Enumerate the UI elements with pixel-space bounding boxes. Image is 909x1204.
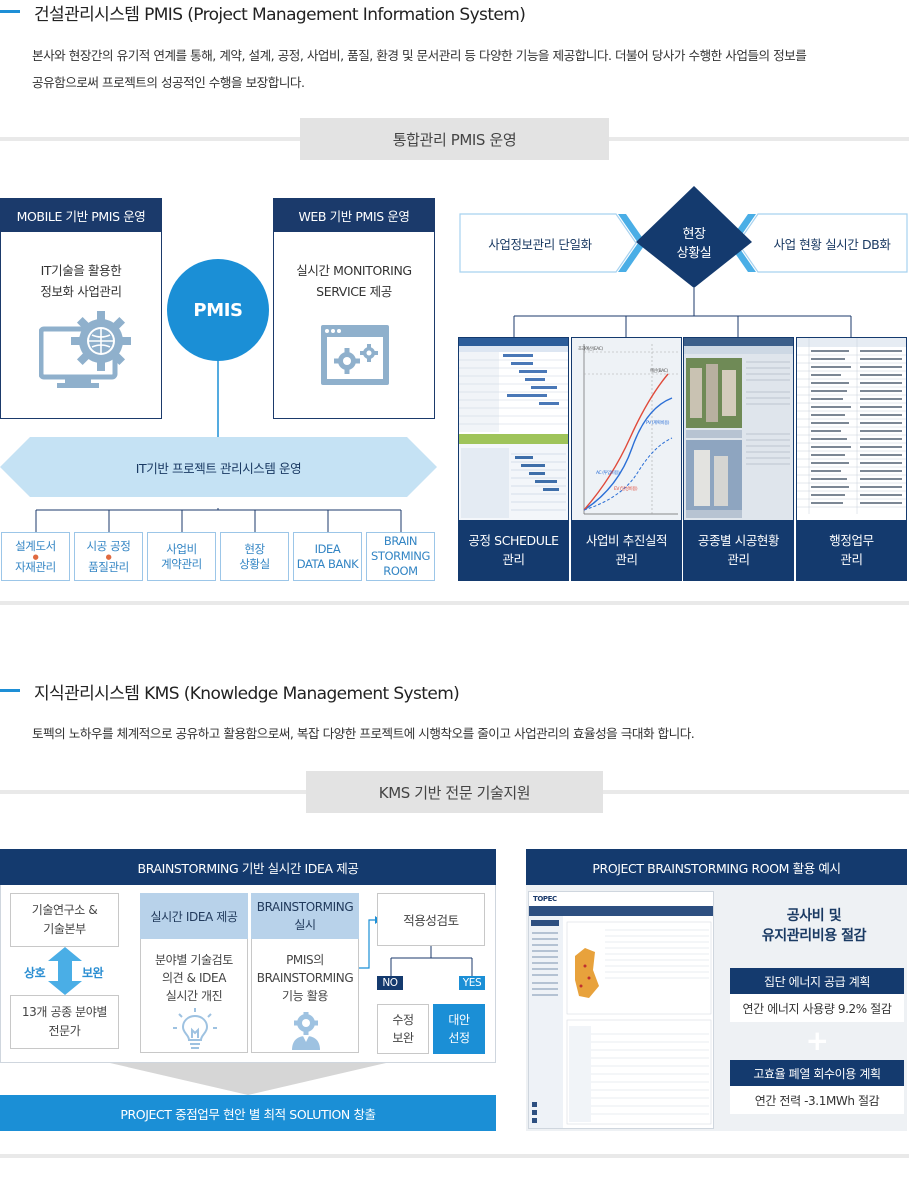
pmis-description: 본사와 현장간의 유기적 연계를 통해, 계약, 설계, 공정, 사업비, 품질… — [32, 48, 807, 90]
card-schedule: 공정 SCHEDULE 관리 — [458, 337, 569, 581]
brainstorming-header: BRAINSTORMING 실시 — [251, 893, 359, 939]
revise-box: 수정 보완 — [377, 1004, 429, 1054]
arrow-band-label: IT기반 프로젝트 관리시스템 운영 — [135, 460, 302, 476]
result-title: 공사비 및 유지관리비용 절감 — [761, 908, 867, 944]
arrow-single-info-label: 사업정보관리 단일화 — [488, 236, 592, 252]
kms-title: 지식관리시스템 KMS (Knowledge Management System… — [0, 679, 460, 704]
heat-recovery-header: 고효율 폐열 회수이용 계획 — [730, 1060, 904, 1086]
chart-label-ac: AC (투입비용) — [596, 469, 620, 476]
card-tree-lines — [513, 288, 852, 337]
card-admin-label: 행정업무 관리 — [829, 533, 874, 567]
card-cost-label: 사업비 추진실적 관리 — [585, 533, 668, 567]
module-idea-databank: IDEA DATA BANK — [293, 532, 362, 581]
funnel-shape — [110, 1063, 386, 1095]
no-label: NO — [377, 976, 403, 990]
card-schedule-label: 공정 SCHEDULE 관리 — [468, 533, 559, 567]
module-site-situation-room: 현장 상황실 — [220, 532, 289, 581]
module-construction-quality: 시공 공정 ● 품질관리 — [74, 532, 143, 581]
chart-label-eac: 초과예산(EAC) — [578, 345, 603, 352]
optimal-solution-footer: PROJECT 중점업무 현안 별 최적 SOLUTION 창출 — [0, 1095, 496, 1131]
plus-icon: + — [805, 1023, 829, 1057]
mutual-label-right: 보완 — [82, 966, 104, 980]
yes-label: YES — [459, 976, 485, 990]
module-cost-contract: 사업비 계약관리 — [147, 532, 216, 581]
construction-photo-screenshot — [684, 338, 793, 520]
energy-supply-header: 집단 에너지 공급 계획 — [730, 968, 904, 994]
situation-room-diamond-label: 현장 상황실 — [676, 227, 712, 261]
pmis-banner: 통합관리 PMIS 운영 — [300, 118, 609, 160]
web-pmis-header: WEB 기반 PMIS 운영 — [273, 198, 435, 232]
mutual-label-left: 상호 — [24, 966, 46, 980]
situation-room-arrows — [459, 213, 908, 273]
web-pmis-box: WEB 기반 PMIS 운영 실시간 MONITORING SERVICE 제공 — [273, 198, 435, 419]
module-brainstorming-room: BRAIN STORMING ROOM — [366, 532, 435, 581]
experts-box: 13개 공종 분야별 전문가 — [10, 995, 119, 1049]
realtime-idea-column: 실시간 IDEA 제공 분야별 기술검토 의견 & IDEA 실시간 개진 — [140, 893, 248, 1053]
pmis-brainstorming-room-screenshot: TOPEC — [528, 891, 714, 1129]
divider — [0, 601, 909, 605]
chart-label-ev: EV (달성비용) — [614, 485, 638, 492]
person-gear-icon — [292, 1012, 320, 1050]
lightbulb-icon — [173, 1008, 217, 1049]
chart-label-bac: 예산(BAC) — [650, 367, 668, 374]
mobile-pmis-header: MOBILE 기반 PMIS 운영 — [0, 198, 162, 232]
brainstorming-panel-body — [0, 885, 496, 1063]
brainstorming-column: BRAINSTORMING 실시 PMIS의 BRAINSTORMING 기능 … — [251, 893, 359, 1053]
browser-gear-icon — [321, 325, 389, 385]
module-tree-lines — [35, 508, 402, 532]
card-cost: 초과예산(EAC) 예산(BAC) AC (투입비용) PV (계획비용) EV… — [571, 337, 682, 581]
cost-curve-chart: 초과예산(EAC) 예산(BAC) AC (투입비용) PV (계획비용) EV… — [572, 338, 681, 520]
chart-label-pv: PV (계획비용) — [646, 419, 670, 426]
card-progress: 공종별 시공현황 관리 — [683, 337, 794, 581]
arrow-band-shape — [0, 437, 437, 497]
card-progress-label: 공종별 시공현황 관리 — [697, 533, 780, 567]
energy-saving-value: 연간 에너지 사용량 9.2% 절감 — [730, 994, 904, 1022]
brainstorming-room-header: PROJECT BRAINSTORMING ROOM 활용 예시 — [526, 849, 907, 885]
alternative-box: 대안 선정 — [433, 1004, 485, 1054]
document-list-screenshot — [797, 338, 906, 520]
kms-description: 토펙의 노하우를 체계적으로 공유하고 활용함으로써, 복잡 다양한 프로젝트에… — [32, 726, 695, 741]
research-institute-box: 기술연구소 & 기술본부 — [10, 893, 119, 947]
realtime-idea-header: 실시간 IDEA 제공 — [140, 893, 248, 939]
mutual-arrow-icon — [48, 947, 82, 995]
arrow-realtime-db-label: 사업 현황 실시간 DB화 — [773, 236, 891, 252]
module-design-docs: 설계도서 ● 자재관리 — [1, 532, 70, 581]
situation-room-diamond-shape — [636, 186, 752, 288]
brainstorming-panel-header: BRAINSTORMING 기반 실시간 IDEA 제공 — [0, 849, 496, 885]
monitor-gear-icon — [39, 311, 131, 388]
screenshot-logo: TOPEC — [533, 895, 557, 903]
card-admin: 행정업무 관리 — [796, 337, 907, 581]
divider — [0, 1154, 909, 1158]
pmis-center-circle: PMIS — [167, 259, 269, 361]
kms-banner: KMS 기반 전문 기술지원 — [306, 771, 603, 813]
applicability-review-box: 적용성검토 — [377, 893, 485, 946]
power-saving-value: 연간 전력 -3.1MWh 절감 — [730, 1086, 904, 1114]
pmis-title: 건설관리시스템 PMIS (Project Management Informa… — [0, 0, 526, 25]
mobile-pmis-box: MOBILE 기반 PMIS 운영 IT기술을 활용한 정보화 사업관리 — [0, 198, 162, 419]
gantt-schedule-screenshot — [459, 338, 568, 520]
screenshot-content — [529, 916, 712, 1128]
